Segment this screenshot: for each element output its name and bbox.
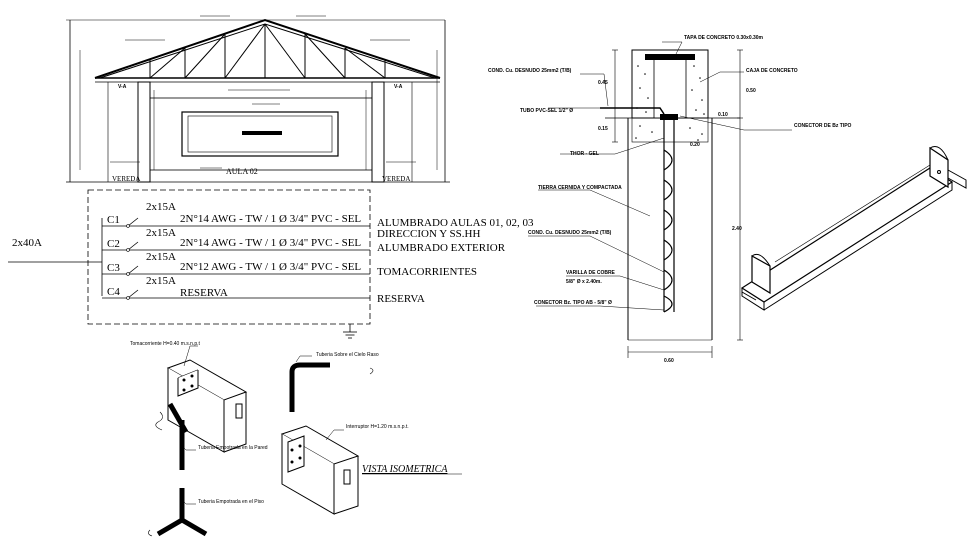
floor-conduit-label: Tuberia Empotrada en el Piso <box>198 499 264 505</box>
beam-left-label: V-A <box>118 84 127 90</box>
concrete-box-label: CAJA DE CONCRETO <box>746 68 798 74</box>
circuit-cable: 2N°12 AWG - TW / 1 Ø 3/4" PVC - SEL <box>180 261 361 273</box>
outlet-holes <box>182 374 194 392</box>
conductor-2-label: COND. Cu. DESNUDO 25mm2 (T/B) <box>528 230 612 236</box>
connector <box>660 114 678 120</box>
copper-rod-dim: 5/8" Ø x 2.40m. <box>566 279 602 285</box>
leader-lines <box>528 41 792 311</box>
thor-gel-label: THOR - GEL <box>570 151 599 157</box>
connector-label: CONECTOR DE Bz TIPO <box>794 123 852 129</box>
well-dimensions <box>612 49 743 358</box>
ceiling-conduit-label: Tuberia Sobre el Cielo Raso <box>316 352 379 358</box>
circuit-id: C1 <box>107 214 120 226</box>
circuit-id: C4 <box>107 286 120 298</box>
dim-240: 2.40 <box>732 226 742 232</box>
isometric-rod <box>740 146 967 311</box>
roof-elevation: AULA 02 VEREDA VEREDA V-A V-A <box>66 15 450 183</box>
panel-boundary <box>87 189 371 325</box>
circuit-breaker: 2x15A <box>146 251 176 263</box>
annotation-marks <box>79 15 438 170</box>
dim-015: 0.15 <box>598 126 608 132</box>
vereda-right-label: VEREDA <box>382 175 410 183</box>
dim-010: 0.10 <box>718 112 728 118</box>
column-left <box>137 81 151 183</box>
circuit-row-c1: C1 2x15A 2N°14 AWG - TW / 1 Ø 3/4" PVC -… <box>102 201 534 240</box>
circuit-id: C2 <box>107 238 120 250</box>
circuit-row-c2: C2 2x15A 2N°14 AWG - TW / 1 Ø 3/4" PVC -… <box>102 227 506 254</box>
outlet-height-label: Tomacorriente H=0.40 m.s.n.p.t <box>130 341 201 347</box>
isometric-view-title: VISTA ISOMETRICA <box>362 464 448 475</box>
circuit-description-line2: DIRECCION Y SS.HH <box>377 228 480 240</box>
copper-rod-label: VARILLA DE COBRE <box>566 270 616 276</box>
circuit-cable: RESERVA <box>180 287 228 299</box>
dim-060: 0.60 <box>664 358 674 364</box>
connector-ab-label: CONECTOR Bz. TIPO AB - 5/8" Ø <box>534 300 612 306</box>
window-label-bar <box>242 131 282 135</box>
wall-conduit-label: Tuberia Empotrada en la Pared <box>198 445 268 451</box>
circuit-cable: 2N°14 AWG - TW / 1 Ø 3/4" PVC - SEL <box>180 237 361 249</box>
circuit-cable: 2N°14 AWG - TW / 1 Ø 3/4" PVC - SEL <box>180 213 361 225</box>
circuit-description: ALUMBRADO AULAS 01, 02, 03 <box>377 217 534 229</box>
circuit-description: RESERVA <box>377 293 425 305</box>
ground-symbol <box>343 324 357 339</box>
circuit-description: ALUMBRADO EXTERIOR <box>377 242 506 254</box>
vereda-left-label: VEREDA <box>112 175 140 183</box>
pvc-tube <box>600 107 665 115</box>
switch-height-label: Interruptor H=1.20 m.s.n.p.t. <box>346 424 409 430</box>
room-label: AULA 02 <box>226 167 258 176</box>
circuit-breaker: 2x15A <box>146 201 176 213</box>
concrete-lid <box>645 54 695 60</box>
dim-045: 0.45 <box>598 80 608 86</box>
column-right <box>371 81 385 183</box>
dim-050: 0.50 <box>746 88 756 94</box>
isometric-details: Tomacorriente H=0.40 m.s.n.p.t Tuberia S… <box>130 341 462 537</box>
window-inner <box>187 115 333 153</box>
truss-webs <box>149 23 386 79</box>
window <box>181 111 339 157</box>
dim-020: 0.20 <box>690 142 700 148</box>
beam-right-label: V-A <box>394 84 403 90</box>
circuit-id: C3 <box>107 262 120 274</box>
circuit-description: TOMACORRIENTES <box>377 266 477 278</box>
lid-label: TAPA DE CONCRETO 0.30x0.30m <box>684 35 764 41</box>
main-feed-label: 2x40A <box>12 237 42 249</box>
ground-well-section: 0.45 0.50 0.15 0.10 0.20 2.40 0.60 TAPA … <box>488 35 852 364</box>
circuit-breaker: 2x15A <box>146 227 176 239</box>
pvc-tube-label: TUBO PVC-SEL 1/2" Ø <box>520 108 573 114</box>
circuit-row-c4: C4 2x15A RESERVA RESERVA <box>102 275 425 305</box>
circuit-breaker: 2x15A <box>146 275 176 287</box>
ground-rod <box>663 118 675 313</box>
iso-leaders <box>181 345 344 505</box>
switch-holes <box>290 444 302 464</box>
circuit-diagram: 2x40A C1 2x15A 2N°14 AWG - TW / 1 Ø 3/4"… <box>8 189 534 339</box>
soil-label: TIERRA CERNIDA Y COMPACTADA <box>538 185 622 191</box>
circuit-row-c3: C3 2x15A 2N°12 AWG - TW / 1 Ø 3/4" PVC -… <box>102 251 477 278</box>
conductor-label: COND. Cu. DESNUDO 25mm2 (T/B) <box>488 68 572 74</box>
front-wall <box>149 97 373 171</box>
roof-slope <box>94 18 441 79</box>
switch-box <box>280 425 360 515</box>
conduit-tails <box>148 367 374 537</box>
